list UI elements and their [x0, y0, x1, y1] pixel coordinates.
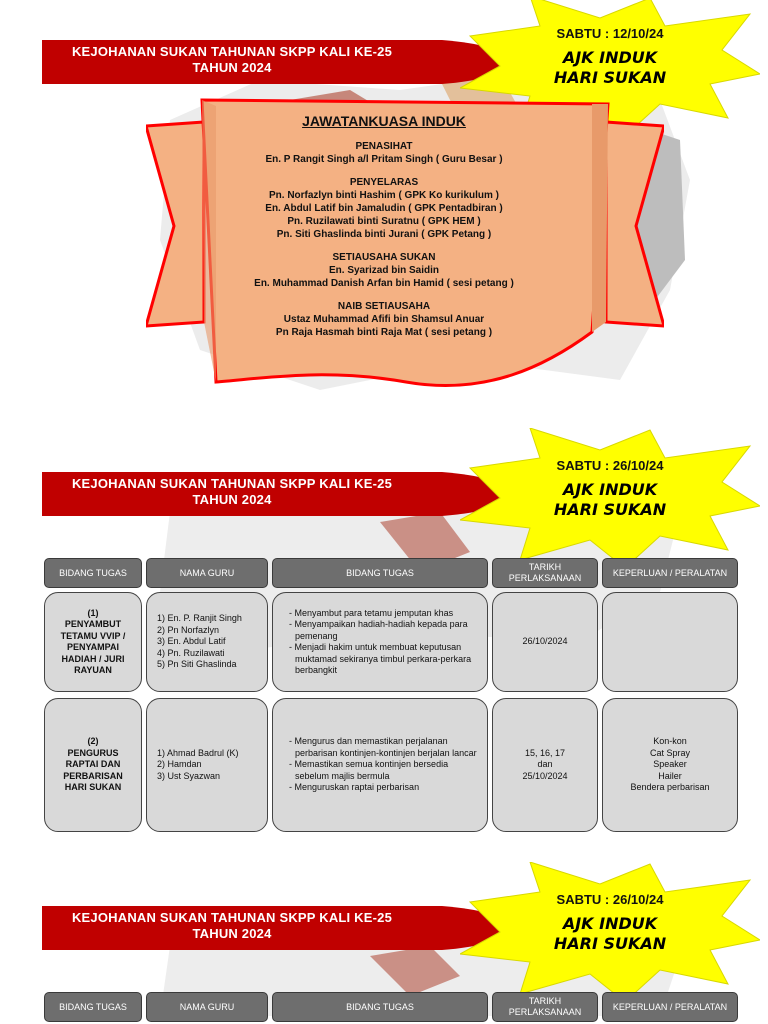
role-label: PENASIHAT — [355, 141, 413, 152]
member: Ustaz Muhammad Afifi bin Shamsul Anuar — [283, 314, 485, 325]
header-bidang-tugas: BIDANG TUGAS — [44, 992, 142, 1022]
cell-tugas: - Mengurus dan memastikan perjalanan per… — [272, 698, 488, 832]
header-bidang-tugas: BIDANG TUGAS — [44, 558, 142, 588]
member: En. Abdul Latif bin Jamaludin ( GPK Pent… — [265, 203, 503, 214]
cell-keperluan: Kon-kon Cat Spray Speaker Hailer Bendera… — [602, 698, 738, 832]
committee-ribbon — [146, 96, 664, 416]
group-naib-setiausaha: NAIB SETIAUSAHA Ustaz Muhammad Afifi bin… — [200, 300, 568, 339]
section-duties: KEJOHANAN SUKAN TAHUNAN SKPP KALI KE-25 … — [0, 428, 768, 852]
member: Pn. Ruzilawati binti Suratnu ( GPK HEM ) — [287, 216, 481, 227]
member: En. Syarizad bin Saidin — [328, 265, 440, 276]
cell-tarikh: 26/10/2024 — [492, 592, 598, 692]
burst-title: AJK INDUK HARI SUKAN — [553, 914, 667, 953]
section-duties-continued: KEJOHANAN SUKAN TAHUNAN SKPP KALI KE-25 … — [0, 862, 768, 1024]
header-bidang-tugas-detail: BIDANG TUGAS — [272, 558, 488, 588]
cell-bidang: (2) PENGURUS RAPTAI DAN PERBARISAN HARI … — [44, 698, 142, 832]
header-keperluan: KEPERLUAN / PERALATAN — [602, 992, 738, 1022]
event-banner: KEJOHANAN SUKAN TAHUNAN SKPP KALI KE-25 … — [42, 904, 512, 952]
role-label: PENYELARAS — [349, 177, 419, 188]
cell-guru: 1) En. P. Ranjit Singh 2) Pn Norfazlyn 3… — [146, 592, 268, 692]
cell-tugas: - Menyambut para tetamu jemputan khas - … — [272, 592, 488, 692]
member: En. Muhammad Danish Arfan bin Hamid ( se… — [254, 278, 514, 289]
role-label: NAIB SETIAUSAHA — [337, 301, 431, 312]
cell-keperluan — [602, 592, 738, 692]
header-nama-guru: NAMA GURU — [146, 558, 268, 588]
group-penasihat: PENASIHAT En. P Rangit Singh a/l Pritam … — [200, 140, 568, 166]
member: Pn Raja Hasmah binti Raja Mat ( sesi pet… — [275, 327, 493, 338]
table-header: BIDANG TUGAS NAMA GURU BIDANG TUGAS TARI… — [44, 558, 738, 588]
cell-tarikh: 15, 16, 17 dan 25/10/2024 — [492, 698, 598, 832]
member: En. P Rangit Singh a/l Pritam Singh ( Gu… — [265, 154, 503, 165]
header-nama-guru: NAMA GURU — [146, 992, 268, 1022]
committee-list: JAWATANKUASA INDUK PENASIHAT En. P Rangi… — [200, 112, 568, 339]
event-banner: KEJOHANAN SUKAN TAHUNAN SKPP KALI KE-25 … — [42, 470, 512, 518]
group-penyelaras: PENYELARAS Pn. Norfazlyn binti Hashim ( … — [200, 176, 568, 241]
date-starburst: SABTU : 26/10/24 AJK INDUK HARI SUKAN — [460, 428, 760, 568]
date-starburst: SABTU : 26/10/24 AJK INDUK HARI SUKAN — [460, 862, 760, 1002]
event-date: SABTU : 26/10/24 — [556, 892, 664, 907]
banner-text: KEJOHANAN SUKAN TAHUNAN SKPP KALI KE-25 … — [71, 44, 393, 75]
group-setiausaha: SETIAUSAHA SUKAN En. Syarizad bin Saidin… — [200, 251, 568, 290]
header-keperluan: KEPERLUAN / PERALATAN — [602, 558, 738, 588]
event-date: SABTU : 26/10/24 — [556, 458, 664, 473]
burst-title: AJK INDUK HARI SUKAN — [553, 48, 667, 87]
cell-guru: 1) Ahmad Badrul (K) 2) Hamdan 3) Ust Sya… — [146, 698, 268, 832]
header-tarikh: TARIKH PERLAKSANAAN — [492, 558, 598, 588]
member: Pn. Siti Ghaslinda binti Jurani ( GPK Pe… — [276, 229, 492, 240]
member: Pn. Norfazlyn binti Hashim ( GPK Ko kuri… — [268, 190, 500, 201]
table-header: BIDANG TUGAS NAMA GURU BIDANG TUGAS TARI… — [44, 992, 738, 1022]
banner-text: KEJOHANAN SUKAN TAHUNAN SKPP KALI KE-25 … — [71, 476, 393, 507]
header-bidang-tugas-detail: BIDANG TUGAS — [272, 992, 488, 1022]
burst-title: AJK INDUK HARI SUKAN — [553, 480, 667, 519]
header-tarikh: TARIKH PERLAKSANAAN — [492, 992, 598, 1022]
banner-text: KEJOHANAN SUKAN TAHUNAN SKPP KALI KE-25 … — [71, 910, 393, 941]
event-date: SABTU : 12/10/24 — [556, 26, 664, 41]
cell-bidang: (1) PENYAMBUT TETAMU VVIP / PENYAMPAI HA… — [44, 592, 142, 692]
role-label: SETIAUSAHA SUKAN — [332, 252, 436, 263]
section-committee: KEJOHANAN SUKAN TAHUNAN SKPP KALI KE-25 … — [0, 0, 768, 420]
event-banner: KEJOHANAN SUKAN TAHUNAN SKPP KALI KE-25 … — [42, 38, 512, 86]
committee-title: JAWATANKUASA INDUK — [302, 113, 466, 129]
